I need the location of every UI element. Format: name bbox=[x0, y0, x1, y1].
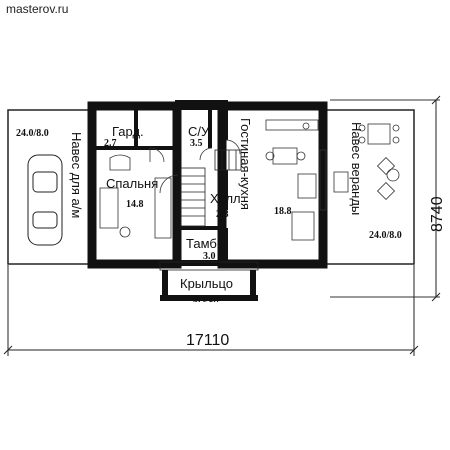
hall-area: 2.8 bbox=[216, 209, 229, 220]
veranda-furniture bbox=[333, 123, 400, 201]
bedroom-area: 14.8 bbox=[126, 199, 144, 210]
carport-area: 24.0/8.0 bbox=[16, 128, 49, 139]
living-kitchen-area: 18.8 bbox=[274, 206, 292, 217]
site-label: masterov.ru bbox=[6, 2, 68, 16]
bedroom-label: Спальня bbox=[106, 176, 158, 191]
depth-dimension bbox=[431, 95, 441, 302]
doors bbox=[149, 139, 241, 194]
stairs bbox=[180, 149, 242, 227]
exterior-walls bbox=[87, 100, 328, 269]
garderob-label: Гард. bbox=[112, 124, 144, 139]
car-icon bbox=[27, 154, 63, 246]
width-dimension bbox=[3, 265, 419, 356]
vestibule-area: 3.0 bbox=[203, 251, 216, 262]
porch-area: 3.4/1.7 bbox=[193, 294, 221, 305]
bathroom-area: 3.5 bbox=[190, 138, 203, 149]
hall-label: Холл bbox=[210, 191, 241, 206]
width-dimension-value: 17110 bbox=[186, 332, 229, 349]
carport-label: Навес для а/м bbox=[69, 132, 84, 218]
porch-label: Крыльцо bbox=[180, 276, 233, 291]
living-kitchen-furniture bbox=[265, 119, 327, 241]
interior-walls bbox=[96, 110, 228, 260]
veranda-label: Навес веранды bbox=[349, 122, 364, 215]
bedroom-furniture bbox=[99, 154, 172, 239]
bathroom-label: С/У bbox=[188, 124, 210, 139]
porch-structure bbox=[159, 260, 259, 301]
living-kitchen-label: Гостиная-кухня bbox=[238, 118, 253, 210]
veranda-area: 24.0/8.0 bbox=[369, 230, 402, 241]
garderob-area: 2.7 bbox=[104, 138, 117, 149]
depth-dimension-value: 8740 bbox=[429, 196, 446, 232]
vestibule-label: Тамб. bbox=[186, 236, 220, 251]
